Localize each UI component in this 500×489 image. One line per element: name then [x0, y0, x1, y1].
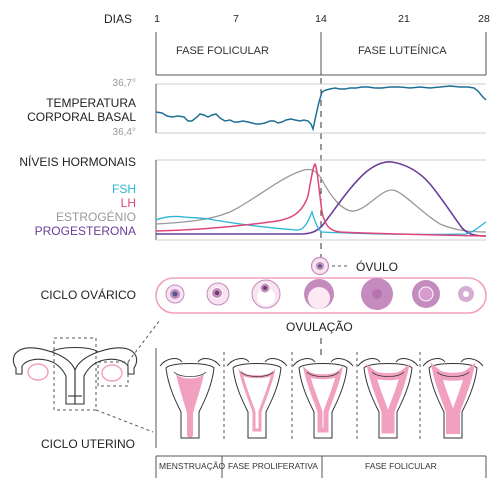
- estrogen-curve: [155, 168, 487, 233]
- hormones-title: NÍVEIS HORMONAIS: [19, 155, 136, 169]
- left-ovary: [27, 363, 49, 381]
- ovum-label: ÓVULO: [356, 260, 399, 274]
- lh-curve: [155, 162, 487, 237]
- temp-title-line1: TEMPERATURA: [46, 96, 136, 110]
- legend-estrogen: ESTROGÉNIO: [55, 210, 136, 224]
- days-axis-label: DIAS: [104, 12, 133, 26]
- ovulation-label: OVULAÇÃO: [286, 320, 353, 334]
- uterus-stage-3: [292, 358, 354, 439]
- ovarian-cycle: [155, 256, 487, 314]
- uterus-stage-4: [357, 358, 419, 439]
- uterine-panel-frame: [155, 348, 487, 478]
- uterus-stage-1: [159, 358, 221, 439]
- day-tick-7: 7: [233, 13, 239, 25]
- phase-follicular-label: FASE FOLICULAR: [176, 45, 269, 57]
- fsh-curve: [155, 210, 487, 236]
- legend-fsh: FSH: [112, 182, 136, 196]
- day-tick-1: 1: [154, 13, 160, 25]
- temp-title-line2: CORPORAL BASAL: [27, 110, 136, 124]
- uterus-stage-2: [226, 358, 288, 439]
- timeline-bracket: [155, 32, 487, 76]
- temp-max-label: 36,7°: [112, 78, 136, 89]
- phase-follicular-bottom: FASE FOLICULAR: [365, 461, 437, 471]
- ovarian-cycle-title: CICLO OVÁRICO: [40, 288, 136, 302]
- day-tick-14: 14: [315, 13, 327, 25]
- legend-lh: LH: [120, 196, 136, 210]
- phase-proliferative: FASE PROLIFERATIVA: [228, 461, 318, 471]
- legend-progesterone: PROGESTERONA: [34, 224, 136, 238]
- phase-menstruation: MENSTRUAÇÃO: [159, 461, 226, 471]
- uterus-series: [159, 358, 484, 439]
- temp-min-label: 36,4°: [112, 127, 136, 138]
- uterus-stage-5: [422, 358, 484, 439]
- temperature-panel: [155, 83, 487, 134]
- temperature-curve: [155, 85, 487, 132]
- uterus-anatomy: [12, 346, 138, 405]
- callout-lines: [53, 319, 161, 433]
- day-tick-21: 21: [398, 13, 410, 25]
- hormone-panel: [155, 159, 487, 241]
- progesterone-curve: [156, 161, 487, 237]
- phase-luteal-label: FASE LUTEÍNICA: [358, 45, 447, 57]
- day-tick-28: 28: [478, 13, 490, 25]
- uterine-cycle-title: CICLO UTERINO: [41, 437, 136, 451]
- right-ovary: [101, 364, 123, 382]
